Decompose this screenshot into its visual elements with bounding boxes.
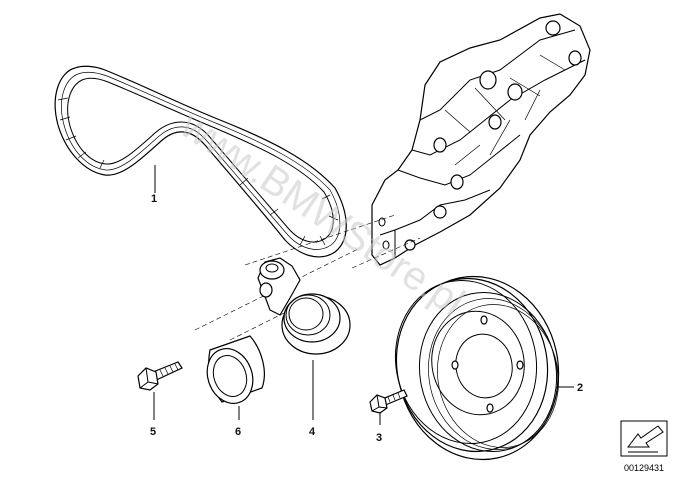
reference-number: 00129431	[624, 463, 664, 473]
idler-roller	[206, 335, 265, 404]
leader-lines	[153, 165, 574, 425]
crankshaft-pulley	[394, 275, 560, 461]
mounting-bracket	[371, 13, 591, 266]
callout-1: 1	[151, 193, 157, 205]
callout-4: 4	[309, 426, 316, 438]
reference-arrow-icon	[620, 420, 668, 457]
drive-belt	[54, 65, 347, 258]
callout-2: 2	[577, 382, 583, 394]
tensioner-assembly	[257, 257, 351, 355]
callout-6: 6	[235, 426, 241, 438]
tensioner-bolt	[137, 361, 183, 391]
callout-3: 3	[376, 432, 382, 444]
pulley-bolt	[369, 389, 408, 414]
callout-5: 5	[150, 426, 156, 438]
